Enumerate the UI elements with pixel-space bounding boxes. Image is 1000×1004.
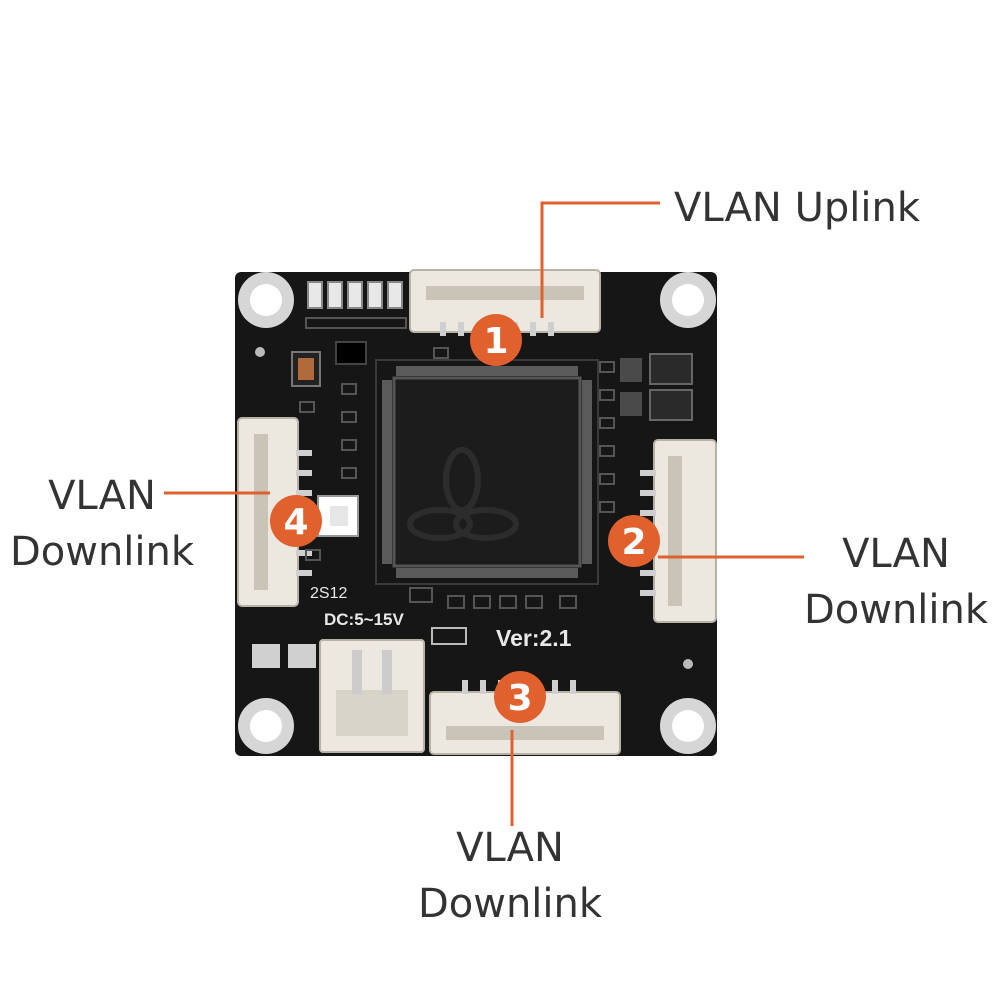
label-line: VLAN — [48, 473, 156, 519]
passive-components — [299, 347, 615, 609]
silkscreen-version: Ver:2.1 — [496, 625, 572, 651]
badge-number: 4 — [283, 502, 308, 543]
connector-port-2 — [640, 439, 717, 623]
badge-number: 2 — [621, 522, 646, 563]
label-port-1: VLAN Uplink — [674, 180, 920, 236]
led-row — [305, 281, 407, 329]
label-port-2: VLAN Downlink — [796, 526, 996, 638]
label-line: Downlink — [417, 881, 603, 927]
silkscreen-plus: + — [336, 645, 345, 662]
ic-small — [335, 341, 367, 365]
via-dot — [683, 659, 693, 669]
crystal-components — [620, 353, 693, 421]
leader-lines — [164, 201, 804, 826]
label-line: Downlink — [803, 587, 989, 633]
mounting-hole-bottom-left — [238, 698, 294, 754]
label-port-4: VLAN Downlink — [2, 468, 202, 580]
main-chip — [375, 359, 599, 585]
label-port-3: VLAN Downlink — [400, 820, 620, 932]
badge-port-3: 3 — [494, 671, 546, 723]
mounting-hole-top-right — [660, 272, 716, 328]
badge-port-4: 4 — [270, 495, 322, 547]
reset-button — [317, 495, 359, 537]
via-dot — [255, 347, 265, 357]
inductor — [291, 351, 321, 387]
silkscreen-voltage: DC:5~15V — [324, 610, 405, 629]
silkscreen-minus: - — [404, 645, 409, 662]
badge-port-1: 1 — [470, 314, 522, 366]
badge-port-2: 2 — [608, 515, 660, 567]
silkscreen-code: 2S12 — [310, 585, 347, 602]
badge-number: 1 — [483, 321, 508, 362]
badge-number: 3 — [507, 678, 532, 719]
label-line: Downlink — [9, 529, 195, 575]
label-line: VLAN — [456, 825, 564, 871]
status-led — [431, 627, 467, 645]
connector-port-3 — [429, 680, 621, 755]
mounting-hole-top-left — [238, 272, 294, 328]
connector-port-4 — [237, 417, 312, 607]
label-line: VLAN — [842, 531, 950, 577]
leader-line-port-1 — [540, 201, 660, 318]
label-line: VLAN Uplink — [674, 185, 920, 231]
power-pads — [252, 644, 316, 668]
power-connector — [319, 639, 425, 753]
mounting-hole-bottom-right — [660, 698, 716, 754]
